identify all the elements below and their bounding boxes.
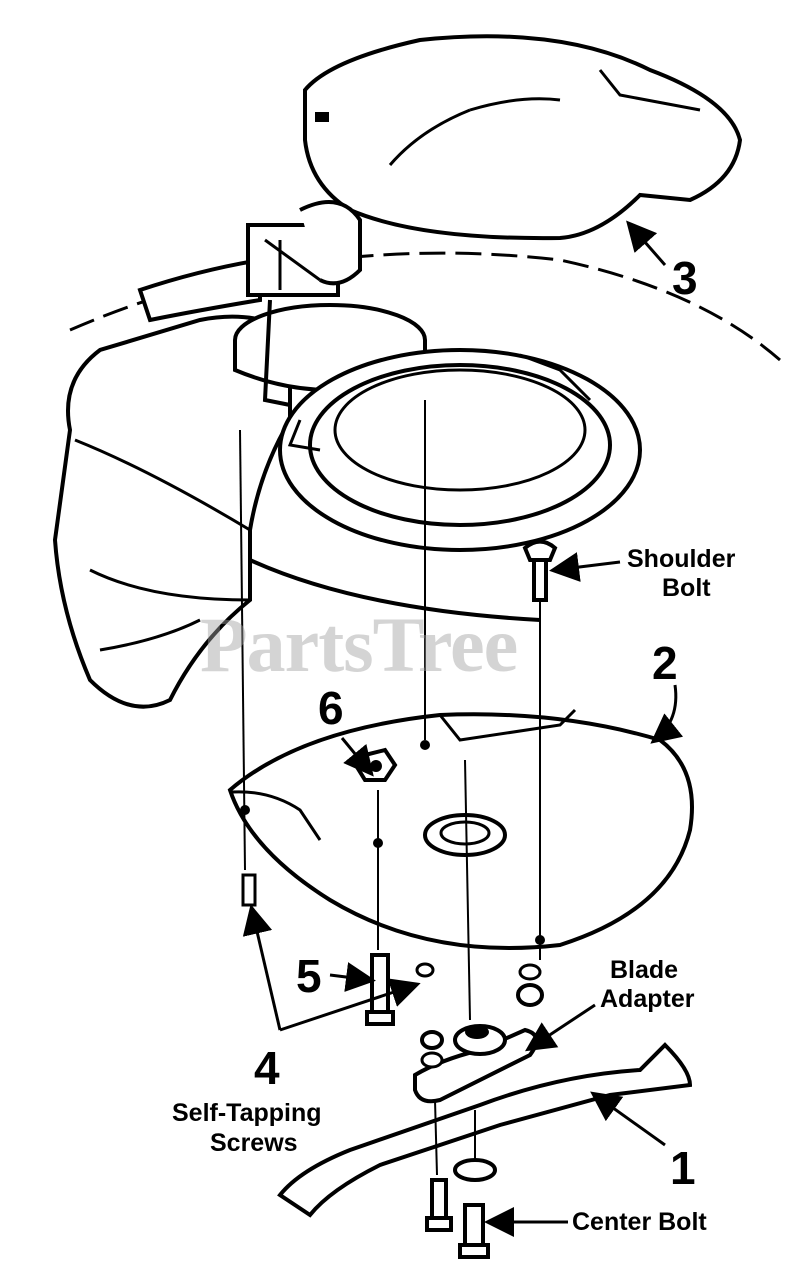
- mower-deck-body: [52, 314, 541, 709]
- part-5-bolt: [365, 953, 544, 1069]
- label-blade: Blade: [610, 956, 679, 984]
- callout-3: 3: [672, 252, 698, 304]
- center-bolt-stack: [425, 1158, 497, 1259]
- label-screws: Screws: [210, 1129, 298, 1157]
- callout-4: 4: [254, 1042, 280, 1094]
- part-3-cover: [303, 34, 743, 241]
- label-shoulder: Shoulder: [627, 545, 736, 573]
- callout-2: 2: [652, 637, 678, 689]
- label-bolt: Bolt: [662, 574, 711, 602]
- self-tapping-screw: [241, 873, 257, 907]
- callout-1: 1: [670, 1142, 696, 1194]
- callout-6: 6: [318, 682, 344, 734]
- part-2-baffle: [227, 708, 694, 950]
- label-adapter: Adapter: [600, 985, 695, 1013]
- shoulder-bolt: [522, 539, 558, 602]
- label-self-tapping: Self-Tapping: [172, 1099, 322, 1127]
- assembly-lines: [239, 400, 541, 1176]
- leader-arrows: [242, 220, 684, 1237]
- deck-opening-ring: [278, 348, 642, 552]
- label-center-bolt: Center Bolt: [572, 1208, 707, 1236]
- watermark: PartsTree: [200, 601, 518, 688]
- callout-5: 5: [296, 950, 322, 1002]
- part-1-blade: [277, 1042, 693, 1218]
